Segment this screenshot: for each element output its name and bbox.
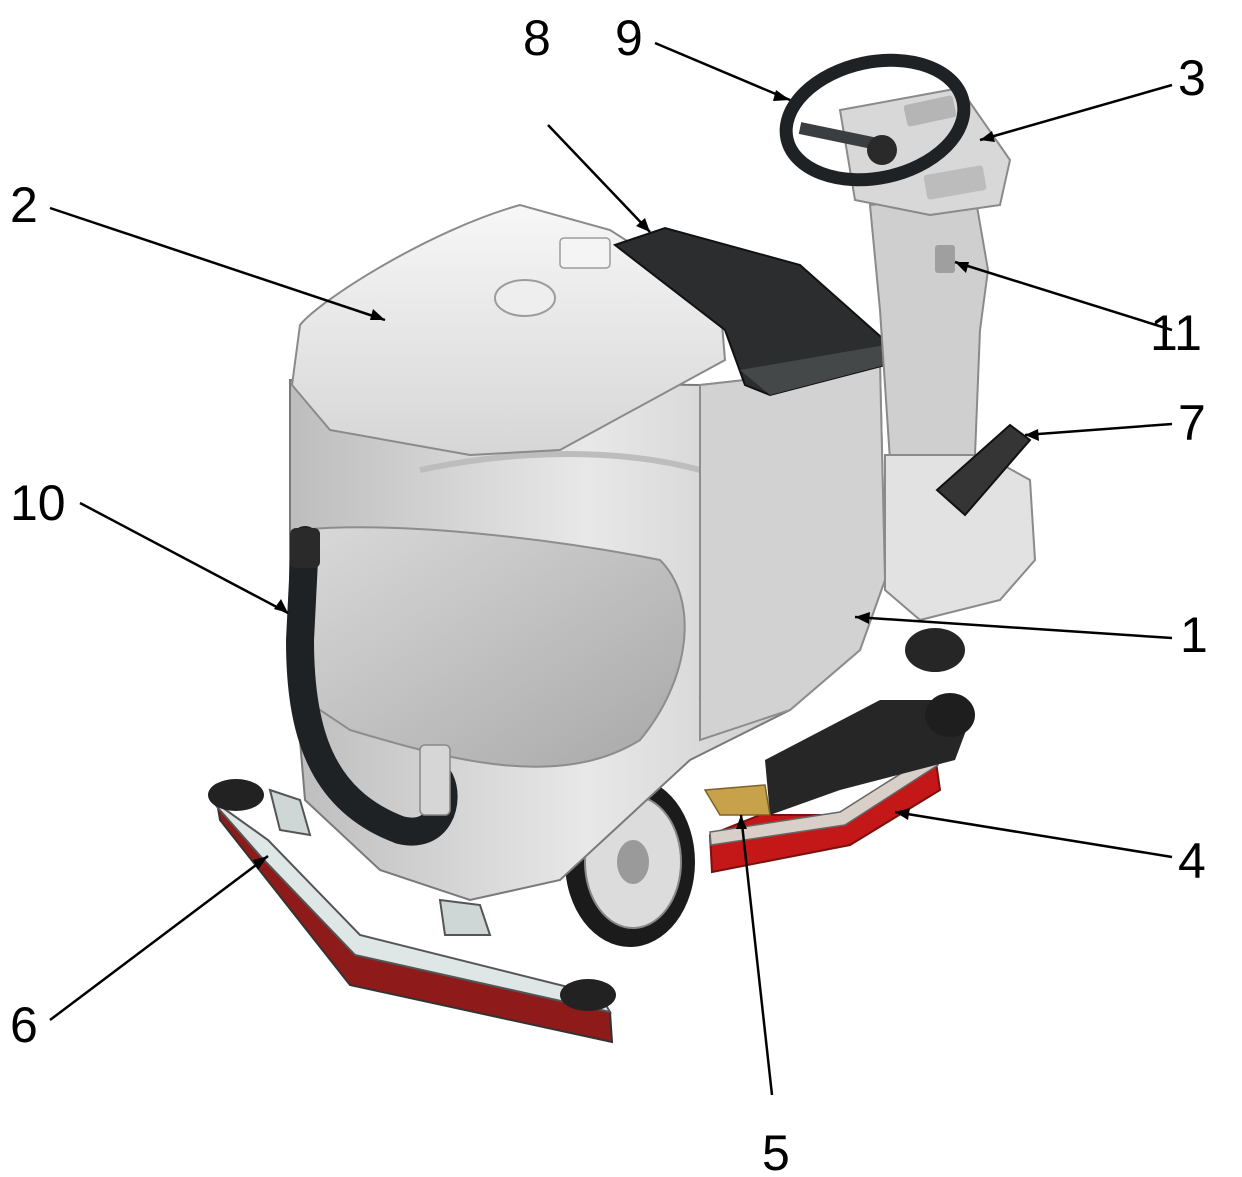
arrow-3 <box>980 131 995 142</box>
wheel-hub-center <box>867 135 897 165</box>
body-panel <box>298 526 686 768</box>
lid-latch <box>559 237 611 269</box>
panel-buttons <box>923 165 987 200</box>
steering-wheel-icon <box>779 53 971 187</box>
hose-clip <box>419 744 451 816</box>
arrow-2 <box>370 309 385 320</box>
callout-2: 2 <box>10 177 38 233</box>
leader-11 <box>954 260 1173 332</box>
leader-2 <box>49 206 386 322</box>
lid-cap <box>494 279 556 317</box>
squeegee-bracket-2 <box>438 898 492 936</box>
machine-illustration <box>208 53 1037 1044</box>
brush-yellow <box>703 784 771 816</box>
callout-10: 10 <box>10 475 66 531</box>
front-squeegee-strip <box>709 750 939 846</box>
arrow-11 <box>955 262 969 273</box>
right-side-panel <box>699 363 887 742</box>
squeegee-wheel-right <box>560 979 616 1011</box>
deck-cover <box>765 700 970 815</box>
callout-4: 4 <box>1178 833 1206 889</box>
hose-cap <box>290 528 320 568</box>
wheel-hub <box>617 840 649 884</box>
callout-1: 1 <box>1180 607 1208 663</box>
callout-6: 6 <box>10 997 38 1053</box>
leader-7 <box>1024 422 1173 437</box>
callout-3: 3 <box>1178 50 1206 106</box>
column-lever <box>935 245 955 273</box>
arrowheads <box>253 90 1039 870</box>
rear-squeegee <box>208 779 616 1044</box>
callout-8: 8 <box>523 10 551 66</box>
arrow-9 <box>773 90 790 101</box>
leader-9 <box>654 41 791 102</box>
column <box>868 193 990 472</box>
deck-roller <box>925 693 975 737</box>
arrow-10 <box>274 599 288 613</box>
leader-1 <box>854 615 1173 640</box>
side-wheel <box>905 628 965 672</box>
lid-top <box>290 203 727 457</box>
leader-5 <box>739 814 774 1096</box>
arrow-6 <box>253 856 268 870</box>
leader-8 <box>547 124 651 233</box>
footboard <box>884 423 1037 672</box>
squeegee-wheel-left <box>208 779 264 811</box>
arrow-4 <box>895 808 910 820</box>
seat-edge <box>740 345 885 395</box>
leader-10 <box>79 501 289 615</box>
leader-lines <box>49 41 1173 1096</box>
arrow-1 <box>855 612 870 624</box>
callout-5: 5 <box>762 1125 790 1177</box>
wheel-ring <box>779 53 971 187</box>
squeegee-bracket <box>268 788 312 837</box>
brush-deck <box>703 693 975 874</box>
leader-3 <box>979 83 1173 142</box>
front-squeegee-red <box>708 753 942 874</box>
leader-6 <box>49 855 269 1021</box>
callout-7: 7 <box>1178 395 1206 451</box>
tank-lid <box>290 203 727 457</box>
callout-11: 11 <box>1150 305 1202 361</box>
callout-9: 9 <box>615 10 643 66</box>
arrow-8 <box>636 218 650 232</box>
arrow-5 <box>736 815 747 829</box>
callout-labels: 1 2 3 4 5 6 7 8 9 10 11 <box>10 10 1208 1177</box>
pedal-icon <box>935 423 1032 517</box>
panel-display <box>903 95 957 127</box>
leader-4 <box>894 810 1173 859</box>
drain-hose <box>285 526 458 846</box>
arrow-7 <box>1025 429 1039 441</box>
